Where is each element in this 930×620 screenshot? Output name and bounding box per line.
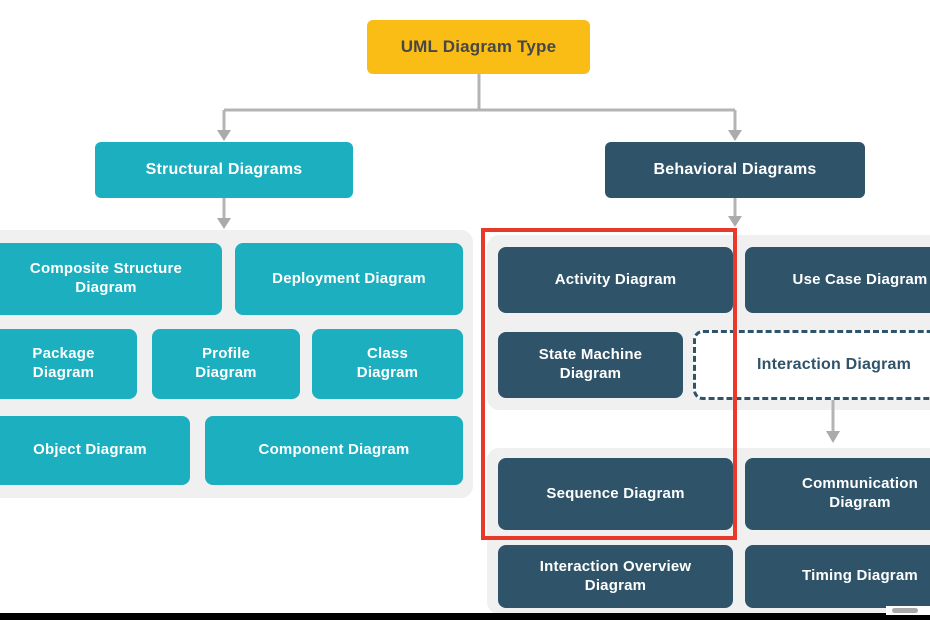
node-communication-diagram: Communication Diagram bbox=[745, 458, 930, 530]
node-uml-diagram-type: UML Diagram Type bbox=[367, 20, 590, 74]
node-state-machine-diagram: State Machine Diagram bbox=[498, 332, 683, 398]
horizontal-scrollbar-thumb[interactable] bbox=[892, 608, 918, 613]
node-component-diagram: Component Diagram bbox=[205, 416, 463, 485]
node-activity-diagram: Activity Diagram bbox=[498, 247, 733, 313]
arrowhead-structural bbox=[217, 130, 231, 141]
node-use-case-diagram: Use Case Diagram bbox=[745, 247, 930, 313]
node-deployment-diagram: Deployment Diagram bbox=[235, 243, 463, 315]
node-composite-structure-diagram: Composite Structure Diagram bbox=[0, 243, 222, 315]
node-profile-diagram: Profile Diagram bbox=[152, 329, 300, 399]
node-behavioral-diagrams: Behavioral Diagrams bbox=[605, 142, 865, 198]
arrowhead-behavioral bbox=[728, 130, 742, 141]
node-structural-diagrams: Structural Diagrams bbox=[95, 142, 353, 198]
node-object-diagram: Object Diagram bbox=[0, 416, 190, 485]
node-class-diagram: Class Diagram bbox=[312, 329, 463, 399]
node-sequence-diagram: Sequence Diagram bbox=[498, 458, 733, 530]
tree-connector-lines bbox=[222, 74, 835, 432]
bottom-black-bar bbox=[0, 613, 930, 620]
arrowhead-behavioral-panel bbox=[728, 216, 742, 227]
node-timing-diagram: Timing Diagram bbox=[745, 545, 930, 608]
node-interaction-diagram: Interaction Diagram bbox=[693, 330, 930, 400]
arrowhead-communication bbox=[826, 431, 840, 443]
node-package-diagram: Package Diagram bbox=[0, 329, 137, 399]
arrowheads bbox=[217, 130, 840, 443]
node-interaction-overview-diagram: Interaction Overview Diagram bbox=[498, 545, 733, 608]
arrowhead-structural-panel bbox=[217, 218, 231, 229]
